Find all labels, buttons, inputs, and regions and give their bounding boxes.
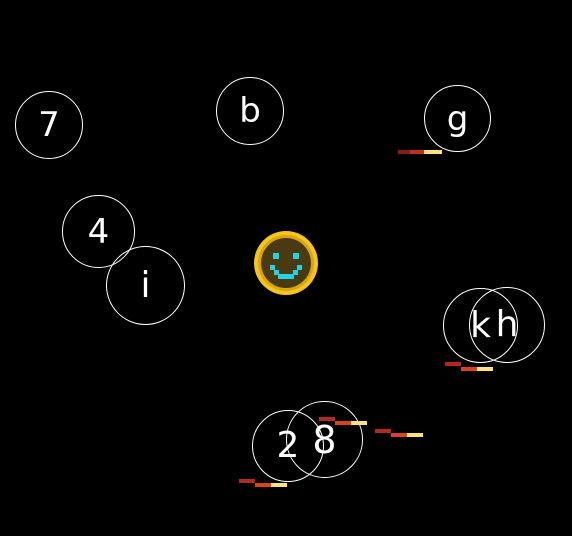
- bubble-label: i: [140, 264, 151, 306]
- bubble-label: 4: [87, 211, 110, 252]
- bubble-7[interactable]: 7: [15, 91, 83, 159]
- smiley-face-icon: [254, 231, 318, 295]
- bubble-label: h: [495, 304, 519, 345]
- bubble-i[interactable]: i: [106, 246, 185, 325]
- bubble-8[interactable]: 8: [286, 401, 363, 478]
- bubble-label: g: [446, 98, 469, 139]
- bubble-label: 7: [38, 105, 60, 145]
- bubble-label: 8: [312, 417, 337, 462]
- bubble-4[interactable]: 4: [62, 195, 135, 268]
- bubble-h[interactable]: h: [469, 287, 545, 363]
- bubble-b[interactable]: b: [216, 77, 284, 145]
- player-avatar[interactable]: [253, 230, 319, 296]
- bubble-g[interactable]: g: [424, 85, 491, 152]
- bubble-label: b: [239, 91, 261, 131]
